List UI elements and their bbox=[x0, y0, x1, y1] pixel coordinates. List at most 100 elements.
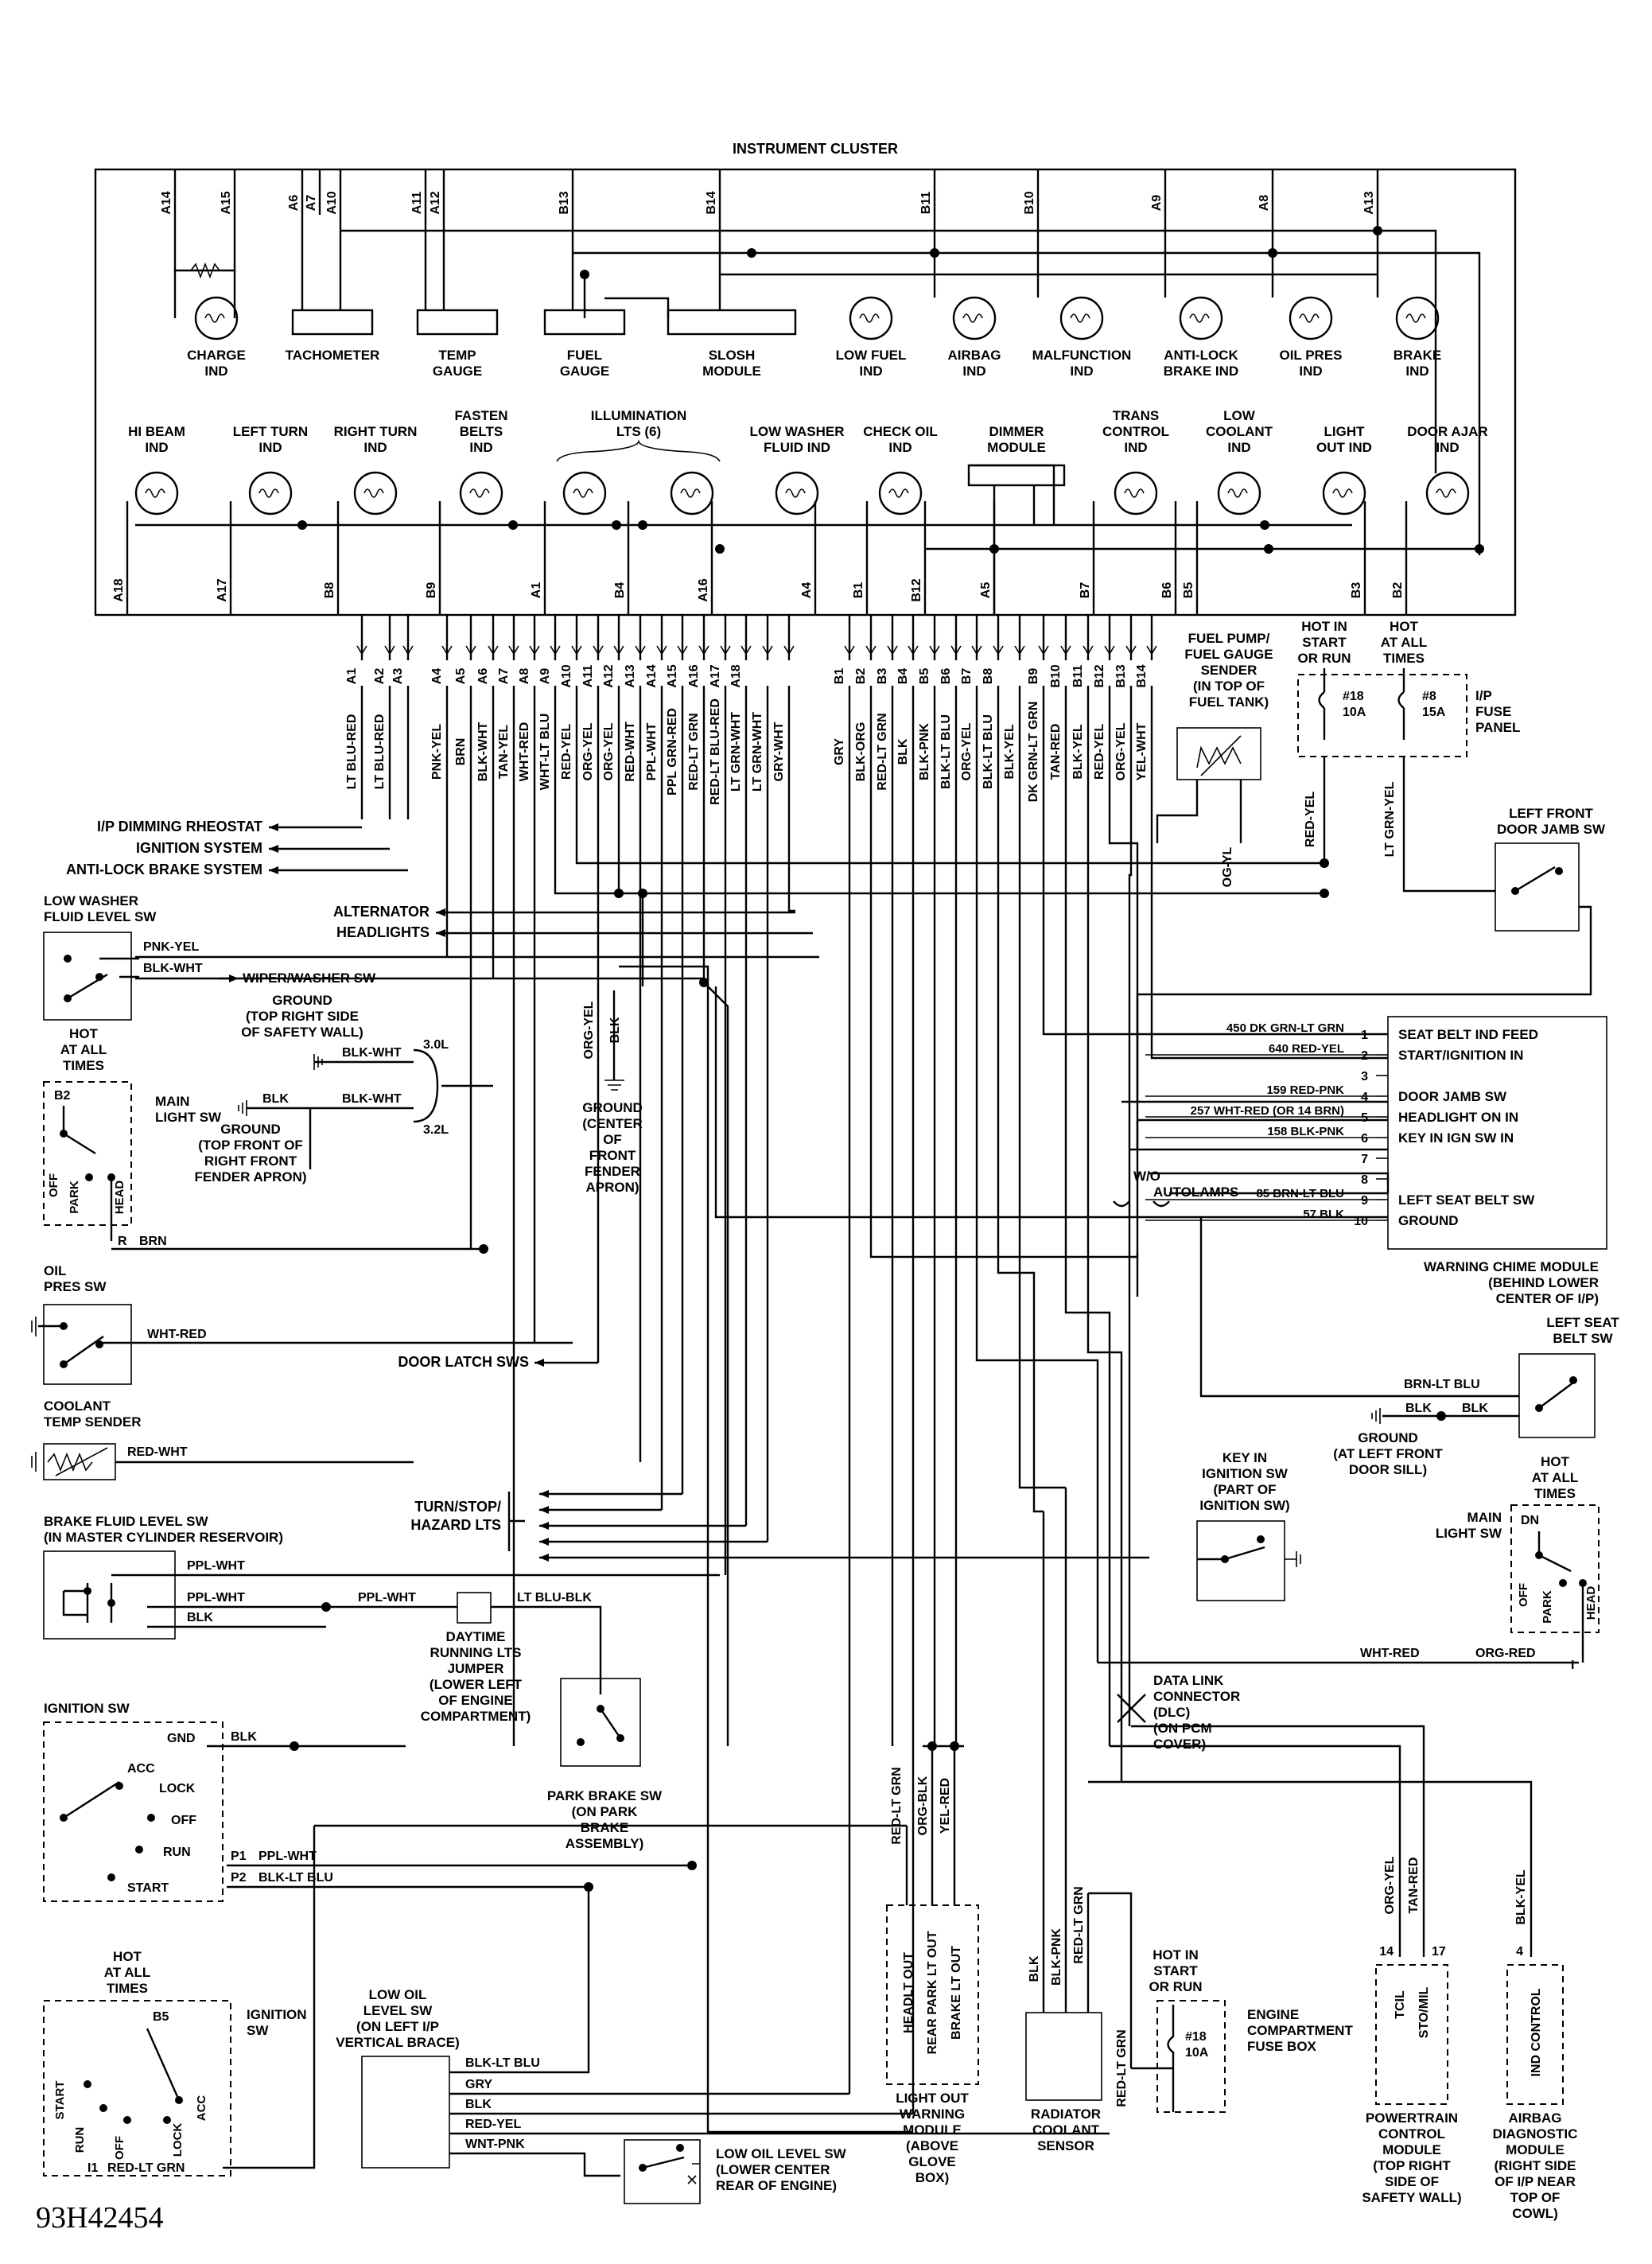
key-sw-label: KEY IN bbox=[1222, 1450, 1267, 1465]
ground-icon bbox=[1285, 1551, 1301, 1567]
wire-label: BLK bbox=[1028, 1955, 1041, 1982]
ground-label: RIGHT FRONT bbox=[204, 1153, 297, 1169]
connector-icon bbox=[698, 645, 709, 655]
switch-blade bbox=[146, 2028, 181, 2101]
cluster-item-label: GAUGE bbox=[433, 364, 482, 379]
contact bbox=[60, 1322, 68, 1330]
cluster-outline bbox=[94, 168, 1517, 617]
fuse-wire bbox=[1323, 668, 1405, 740]
ignition2-wire bbox=[223, 1824, 907, 2169]
low-oil-switch-label: (LOWER CENTER bbox=[716, 2162, 830, 2177]
chime-wire-label: 450 DK GRN-LT GRN bbox=[1226, 1021, 1344, 1035]
cluster-pin-label: A11 bbox=[410, 192, 424, 215]
ground-label: GROUND bbox=[220, 1122, 281, 1137]
cluster-item-label: MODULE bbox=[702, 364, 761, 379]
powertrain-control-module: ORG-YEL TAN-RED 14 17 TCIL STO/MIL POWER… bbox=[1110, 1725, 1462, 2205]
connector-wire-label: RED-LT GRN bbox=[687, 713, 701, 790]
wire-label: BLK-LT BLU bbox=[465, 2056, 540, 2070]
hot-label: START bbox=[1153, 1963, 1198, 1978]
cluster-item-label: FASTEN bbox=[454, 408, 507, 423]
contact bbox=[107, 1873, 115, 1881]
dlc-label: (DLC) bbox=[1153, 1705, 1190, 1720]
cluster-item-label: LOW FUEL bbox=[836, 348, 907, 363]
connector-icon bbox=[1146, 645, 1157, 655]
pcm-label: CONTROL bbox=[1378, 2126, 1445, 2141]
connector-icon bbox=[550, 645, 561, 655]
ignition-position: GND bbox=[167, 1732, 196, 1745]
wire-label: RED-LT GRN bbox=[1072, 1886, 1086, 1963]
switch-blade bbox=[1538, 1382, 1574, 1409]
connector-icon bbox=[465, 645, 476, 655]
connector-pin-label: B5 bbox=[918, 668, 931, 685]
connector-icon bbox=[529, 645, 540, 655]
switch-blade bbox=[63, 1780, 120, 1819]
ground-label: GROUND bbox=[1358, 1430, 1418, 1445]
main-light-switch-left: HOT AT ALL TIMES B2 OFF PARK HEAD MAIN L… bbox=[43, 1026, 488, 1254]
chime-pin-number: 8 bbox=[1361, 1173, 1368, 1187]
connector-wire-label: BLK-YEL bbox=[1071, 724, 1085, 780]
connector-wire-label: LT BLU-RED bbox=[373, 714, 387, 790]
ground-label: (AT LEFT FRONT bbox=[1333, 1446, 1443, 1461]
brake-label: BRAKE FLUID LEVEL SW bbox=[44, 1514, 208, 1529]
filament-icon bbox=[258, 488, 279, 498]
connector-pin-label: A4 bbox=[430, 668, 444, 685]
cluster-bus-top-a10 bbox=[340, 229, 1437, 473]
ignition-position: START bbox=[53, 2081, 67, 2120]
node bbox=[1436, 1411, 1446, 1421]
connector-icon bbox=[950, 645, 962, 655]
cluster-pin-label: A10 bbox=[325, 191, 339, 214]
brake-box bbox=[43, 1550, 176, 1640]
cluster-pin-label: A5 bbox=[979, 582, 993, 599]
ground-label: GROUND bbox=[272, 993, 332, 1008]
connector-icon bbox=[762, 645, 773, 655]
left-destinations: I/P DIMMING RHEOSTAT IGNITION SYSTEM ANT… bbox=[66, 819, 1149, 1562]
drl-wire bbox=[491, 1605, 602, 1694]
oil-pressure-switch: OIL PRES SW WHT-RED bbox=[31, 1263, 573, 1385]
connector-wire-label: BRN bbox=[454, 738, 468, 766]
chime-pin-label: START/IGNITION IN bbox=[1398, 1048, 1523, 1063]
hot-label: OR RUN bbox=[1149, 1979, 1202, 1994]
ground-label: FENDER bbox=[585, 1164, 640, 1179]
indicator-lamp-icon bbox=[1425, 471, 1470, 515]
connector-wire-label: PPL GRN-RED bbox=[666, 708, 679, 796]
cluster-pin-label: B4 bbox=[613, 582, 627, 599]
dlc-label: DATA LINK bbox=[1153, 1673, 1224, 1688]
oil-box bbox=[43, 1304, 132, 1385]
thermistor-icon bbox=[47, 1447, 108, 1476]
connector-pin-label: A15 bbox=[666, 664, 679, 687]
hot-label: TIMES bbox=[1534, 1486, 1576, 1501]
fuse-panel-label: PANEL bbox=[1475, 720, 1520, 735]
filament-icon bbox=[962, 313, 983, 323]
connector-wire-label: BLK bbox=[896, 738, 910, 764]
light-out-input: HEADLT OUT bbox=[902, 1952, 915, 2033]
fuse-wire-label: RED-YEL bbox=[1304, 792, 1317, 847]
door-jamb-box bbox=[1495, 842, 1580, 932]
ignition-position: RUN bbox=[163, 1846, 191, 1859]
cluster-item-label: CHARGE bbox=[187, 348, 246, 363]
cluster-pin-label: A12 bbox=[429, 191, 442, 214]
ground-icon bbox=[31, 1317, 37, 1336]
cluster-pin-label: A13 bbox=[1362, 191, 1376, 214]
ground-label: APRON) bbox=[585, 1180, 639, 1195]
cluster-node bbox=[580, 270, 589, 279]
ignition-position: ACC bbox=[127, 1762, 155, 1776]
indicator-lamp-icon bbox=[194, 296, 239, 340]
radiator-wires bbox=[1042, 1488, 1133, 2068]
filament-icon bbox=[1189, 313, 1210, 323]
connector-wire-label: WHT-LT BLU bbox=[538, 714, 552, 791]
cluster-item-label: MALFUNCTION bbox=[1032, 348, 1132, 363]
contact bbox=[676, 2144, 684, 2152]
turn-wires bbox=[539, 1492, 1149, 1559]
dlc-label: COVER) bbox=[1153, 1737, 1206, 1752]
connector-wire-label: ORG-YEL bbox=[960, 722, 974, 780]
harness-routing bbox=[445, 819, 1390, 2134]
wire-label: PPL-WHT bbox=[187, 1591, 245, 1605]
chime-label: CENTER OF I/P) bbox=[1496, 1291, 1599, 1306]
cluster-pin-label: B1 bbox=[852, 582, 865, 599]
main-light-right-outline bbox=[1510, 1504, 1600, 1633]
airbag-diagnostic-module: BLK-YEL 4 IND CONTROL AIRBAG DIAGNOSTIC … bbox=[1088, 1780, 1577, 2221]
connector-icon bbox=[508, 645, 519, 655]
cluster-pin-label: B9 bbox=[425, 582, 438, 599]
switch-blade bbox=[1537, 1531, 1572, 1573]
